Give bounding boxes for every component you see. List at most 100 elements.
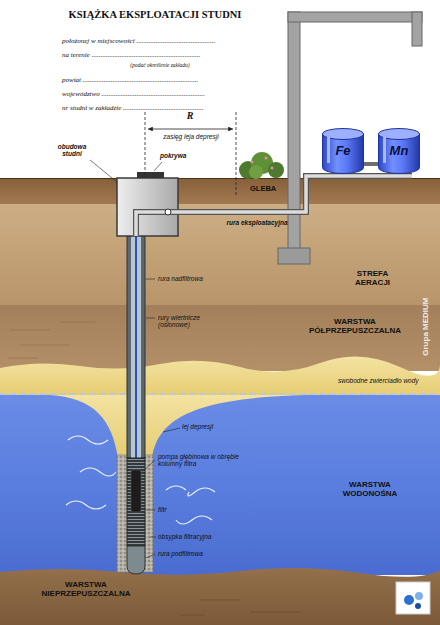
leader-line — [146, 318, 155, 319]
bush-flower — [265, 157, 268, 160]
filter-tank: Mn — [378, 128, 420, 174]
label-anchor: położonej w miejscowości ...............… — [62, 37, 215, 45]
label-anchor: rura podfiltrowa — [158, 550, 203, 557]
impermeable-layer — [0, 568, 440, 625]
part-label: lej depresji — [182, 423, 213, 430]
layer-texture — [8, 322, 95, 358]
housing-pipe — [136, 212, 180, 236]
sump-pipe — [127, 546, 145, 574]
label-anchor: na terenie .............................… — [62, 51, 200, 59]
sand-layer — [0, 356, 440, 396]
flow-swirl — [66, 501, 106, 509]
leader-line — [146, 554, 155, 558]
building-post — [412, 12, 422, 46]
label-anchor: rura nadfiltrowa — [158, 275, 203, 282]
bush-flower — [271, 167, 274, 170]
building-foundation — [278, 248, 310, 264]
part-label: obudowa studni — [50, 143, 94, 158]
aquifer-layer — [0, 395, 440, 575]
publisher-logo — [396, 582, 430, 614]
leader-line — [154, 162, 162, 171]
part-label: pompa głębinowa w obrębie kolumny filtra — [158, 453, 248, 468]
form-hint: (podać określenie zakładu) — [100, 62, 220, 68]
label-anchor: filtr — [158, 506, 167, 513]
part-label: rura eksploatacyjna — [226, 219, 288, 226]
pump-riser — [135, 236, 137, 470]
label-anchor: pompa głębinowa w obrębie kolumny filtra — [158, 453, 248, 468]
layer-name: WARSTWA PÓŁPRZEPUSZCZALNA — [300, 317, 410, 335]
flow-swirl — [68, 436, 108, 444]
soil-layer-band: GLEBA — [0, 178, 440, 205]
dimension-line — [236, 112, 237, 197]
leader-line — [146, 279, 155, 280]
tank-label: Mn — [390, 144, 409, 159]
label-anchor: rury wiertnicze (osłonowe) — [158, 314, 216, 329]
label-anchor: zasięg leja depresji — [148, 133, 234, 140]
label-anchor: Grupa MEDIUM — [421, 287, 430, 367]
part-label: pokrywa — [160, 152, 186, 159]
water-table-label: swobodne zwierciadło wody — [338, 377, 419, 384]
layer-name: WARSTWA NIEPRZEPUSZCZALNA — [28, 580, 144, 598]
leader-line — [142, 460, 155, 472]
housing-pipe-outline — [136, 212, 180, 236]
leader-line — [163, 428, 180, 432]
building-beam — [288, 12, 422, 22]
filter-tank: Fe — [322, 128, 364, 174]
water-table-line — [0, 393, 440, 395]
flow-swirl — [166, 486, 186, 490]
label-anchor: (podać określenie zakładu) — [100, 62, 220, 68]
form-field: województwo ............................… — [62, 90, 205, 98]
label-anchor: R — [182, 110, 198, 122]
pipe-connector — [364, 162, 378, 166]
form-field: na terenie .............................… — [62, 51, 200, 59]
soil-layer — [0, 178, 440, 205]
watermark: Grupa MEDIUM — [421, 287, 430, 367]
soil-layer-band: WARSTWA NIEPRZEPUSZCZALNA — [0, 572, 440, 625]
part-label: rura nadfiltrowa — [158, 275, 203, 282]
label-anchor: rura eksploatacyjna — [226, 219, 288, 226]
title-anchor: KSIĄŻKA EKSPLOATACJI STUDNI — [55, 9, 255, 20]
label-anchor: pokrywa — [160, 152, 186, 159]
well — [117, 172, 180, 574]
delivery-pipe-outline — [178, 176, 412, 212]
submersible-pump — [131, 470, 141, 512]
valve — [165, 209, 171, 215]
part-label: filtr — [158, 506, 167, 513]
building-frame — [278, 12, 422, 264]
dimension-line — [145, 112, 146, 178]
form-field: nr studni w zakładzie ..................… — [62, 104, 204, 112]
label-anchor: powiat .................................… — [62, 76, 198, 84]
dimension-label: zasięg leja depresji — [148, 133, 234, 140]
ground-layers — [0, 178, 440, 625]
leader-line — [90, 160, 117, 182]
label-anchor: lej depresji — [182, 423, 213, 430]
delivery-pipe-body — [178, 176, 412, 212]
flow-swirl — [188, 488, 215, 496]
well-screen — [127, 458, 145, 546]
logo-drop — [415, 592, 423, 600]
bush-leaves — [268, 162, 284, 178]
depression-cone — [50, 395, 305, 458]
bush-leaves — [249, 165, 263, 179]
leader-line — [150, 537, 156, 538]
label-anchor: swobodne zwierciadło wody — [338, 377, 419, 384]
leader-line — [146, 510, 155, 511]
flow-swirl — [176, 516, 212, 524]
layer-texture — [180, 600, 300, 615]
logo-drop — [415, 603, 421, 609]
flow-swirl — [80, 468, 116, 476]
soil-layer-band: WARSTWA WODONOŚNA — [0, 396, 440, 571]
label-anchor: obsypka filtracyjna — [158, 533, 211, 540]
form-field: powiat .................................… — [62, 76, 198, 84]
delivery-pipe — [178, 176, 412, 212]
form-field: położonej w miejscowości ...............… — [62, 37, 215, 45]
logo-drop — [404, 595, 414, 605]
soil-layer-band: WARSTWA PÓŁPRZEPUSZCZALNA — [0, 305, 440, 367]
bush — [239, 152, 284, 179]
logo-frame — [396, 582, 430, 614]
tank-highlight — [383, 137, 386, 163]
page-title: KSIĄŻKA EKSPLOATACJI STUDNI — [55, 9, 255, 20]
part-label: rury wiertnicze (osłonowe) — [158, 314, 216, 329]
